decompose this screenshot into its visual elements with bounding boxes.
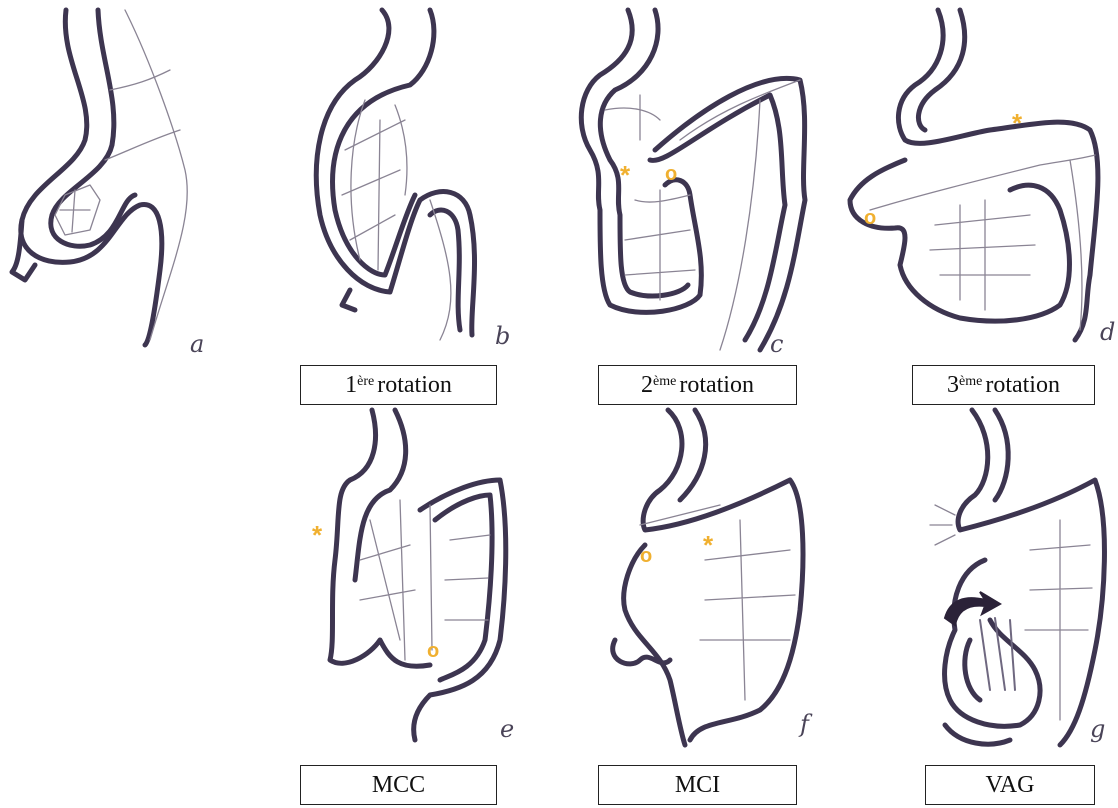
star-marker-d: * bbox=[1012, 108, 1022, 139]
drawing-panel-f bbox=[613, 410, 803, 745]
star-marker-e: * bbox=[312, 520, 322, 551]
drawing-panel-g bbox=[930, 410, 1104, 745]
caption-box-e: MCC bbox=[300, 765, 497, 805]
caption-text: VAG bbox=[986, 772, 1035, 799]
caption-box-b: 1èrerotation bbox=[300, 365, 497, 405]
drawing-panel-b bbox=[316, 10, 474, 340]
drawing-panel-a bbox=[12, 10, 187, 345]
panel-letter-g: g bbox=[1090, 715, 1105, 743]
ring-marker-e: o bbox=[427, 640, 439, 663]
caption-superscript: ème bbox=[653, 374, 676, 390]
caption-number: 2 bbox=[641, 372, 653, 399]
caption-text: rotation bbox=[679, 372, 754, 399]
caption-box-g: VAG bbox=[925, 765, 1095, 805]
drawing-panel-d bbox=[850, 10, 1098, 340]
panel-letter-e: e bbox=[500, 715, 514, 743]
caption-box-c: 2èmerotation bbox=[598, 365, 797, 405]
ring-marker-f: o bbox=[640, 545, 652, 568]
caption-box-d: 3èmerotation bbox=[912, 365, 1095, 405]
panel-letter-f: f bbox=[800, 710, 809, 738]
caption-superscript: ème bbox=[959, 374, 982, 390]
star-marker-f: * bbox=[703, 530, 713, 561]
panel-letter-d: d bbox=[1100, 318, 1115, 346]
panel-letter-a: a bbox=[190, 330, 204, 358]
caption-superscript: ère bbox=[357, 374, 374, 390]
caption-text: MCC bbox=[372, 772, 425, 799]
caption-box-f: MCI bbox=[598, 765, 797, 805]
star-marker-c: * bbox=[620, 160, 630, 191]
caption-text: rotation bbox=[985, 372, 1060, 399]
caption-text: MCI bbox=[675, 772, 720, 799]
ring-marker-d: o bbox=[864, 207, 876, 230]
panel-letter-c: c bbox=[770, 330, 783, 358]
caption-number: 3 bbox=[947, 372, 959, 399]
drawing-panel-c bbox=[581, 10, 805, 350]
ring-marker-c: o bbox=[665, 163, 677, 186]
caption-number: 1 bbox=[345, 372, 357, 399]
panel-letter-b: b bbox=[495, 322, 510, 350]
caption-text: rotation bbox=[377, 372, 452, 399]
drawing-panel-e bbox=[330, 410, 506, 740]
